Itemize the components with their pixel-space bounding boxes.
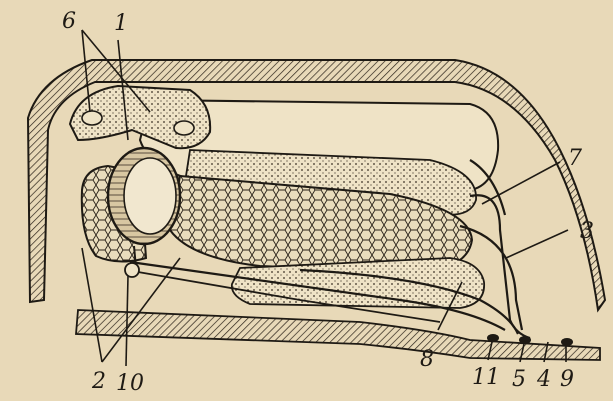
label-8: 8 <box>420 347 434 372</box>
label-1: 1 <box>114 11 128 36</box>
label-3: 3 <box>580 219 594 244</box>
label-2: 2 <box>91 369 106 394</box>
label-5: 5 <box>512 367 526 392</box>
label-7: 7 <box>568 146 582 171</box>
label-4: 4 <box>536 367 551 392</box>
label-11: 11 <box>472 365 500 390</box>
label-6: 6 <box>62 9 76 34</box>
label-10: 10 <box>116 371 144 396</box>
label-9: 9 <box>560 367 574 392</box>
